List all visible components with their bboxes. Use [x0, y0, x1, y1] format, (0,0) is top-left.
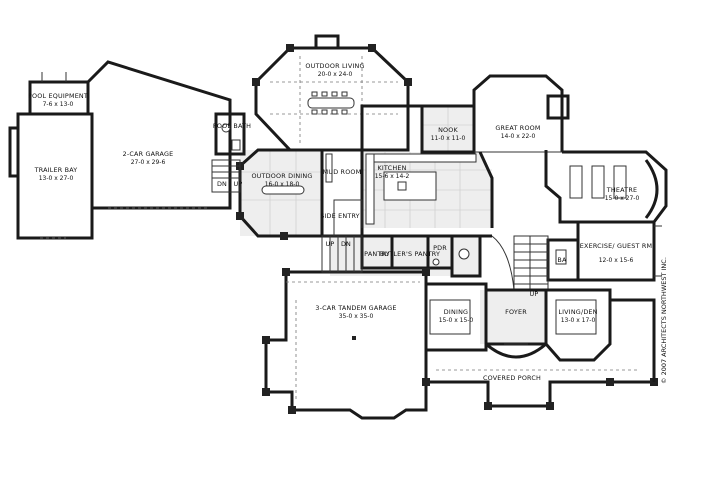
two-car-garage-dim: 27-0 x 29-6 — [131, 159, 166, 166]
front-rooms — [424, 282, 612, 362]
tandem-garage-label: 3-CAR TANDEM GARAGE — [315, 304, 396, 312]
outdoor-dining-label: OUTDOOR DINING — [251, 172, 312, 180]
covered-porch-label: COVERED PORCH — [483, 374, 541, 382]
nook-label: NOOK — [438, 126, 458, 134]
nook-dim: 11-0 x 11-0 — [431, 135, 466, 142]
garage-stair-up-label: UP — [326, 240, 335, 248]
kitchen-label: KITCHEN — [377, 164, 406, 172]
copyright-text: © 2007 ARCHITECTS NORTHWEST INC. — [660, 257, 668, 384]
main-stair — [491, 235, 549, 291]
living-den-label: LIVING/DEN — [558, 308, 597, 316]
stair-up-label: UP — [234, 180, 243, 188]
two-car-garage-label: 2-CAR GARAGE — [123, 150, 174, 158]
theatre-area — [544, 150, 668, 224]
main-stair-up-label: UP — [530, 290, 539, 298]
pool-equipment-label: POOL EQUIPMENT — [28, 92, 88, 100]
tandem-garage-area — [262, 235, 430, 420]
pantry-label: PANTRY — [364, 250, 390, 258]
living-den-dim: 13-0 x 17-0 — [561, 317, 596, 324]
mud-room-label: MUD ROOM — [323, 168, 362, 176]
outdoor-living-dim: 20-0 x 24-0 — [318, 71, 353, 78]
outdoor-living-label: OUTDOOR LIVING — [305, 62, 364, 70]
kitchen-dim: 15-6 x 14-2 — [375, 173, 410, 180]
exercise-area — [546, 220, 662, 282]
outdoor-dining-dim: 16-0 x 18-0 — [265, 181, 300, 188]
garage-wing — [8, 60, 246, 240]
great-room-dim: 14-0 x 22-0 — [501, 133, 536, 140]
great-room-label: GREAT ROOM — [495, 124, 540, 132]
exercise-dim: 12-0 x 15-6 — [599, 257, 634, 264]
butlers-pantry-label: BUTLER'S PANTRY — [380, 250, 440, 258]
ba-label: BA — [557, 256, 567, 264]
mud-room-area — [320, 148, 364, 238]
garage-stair-dn-label: DN — [341, 240, 351, 248]
theatre-dim: 15-0 x 27-0 — [605, 195, 640, 202]
dining-dim: 15-0 x 15-0 — [439, 317, 474, 324]
outdoor-living-area — [252, 34, 412, 152]
covered-porch-area — [422, 298, 658, 410]
pool-bath-label: POOL BATH — [213, 122, 251, 130]
exercise-label: EXERCISE/ GUEST RM — [580, 242, 652, 250]
side-entry-label: SIDE ENTRY — [320, 212, 360, 220]
pdr-label: PDR — [433, 244, 447, 252]
foyer-label: FOYER — [505, 308, 527, 316]
theatre-label: THEATRE — [606, 186, 637, 194]
pantry-area — [360, 234, 482, 278]
shaded-floor-areas — [240, 106, 546, 344]
stair-dn-label: DN — [217, 180, 227, 188]
trailer-bay-dim: 13-0 x 27-0 — [39, 175, 74, 182]
tandem-garage-dim: 35-0 x 35-0 — [339, 313, 374, 320]
room-labels: OUTDOOR LIVING 20-0 x 24-0 POOL EQUIPMEN… — [28, 62, 652, 382]
pool-equipment-dim: 7-6 x 13-0 — [43, 101, 74, 108]
dining-label: DINING — [444, 308, 468, 316]
trailer-bay-label: TRAILER BAY — [34, 166, 78, 174]
